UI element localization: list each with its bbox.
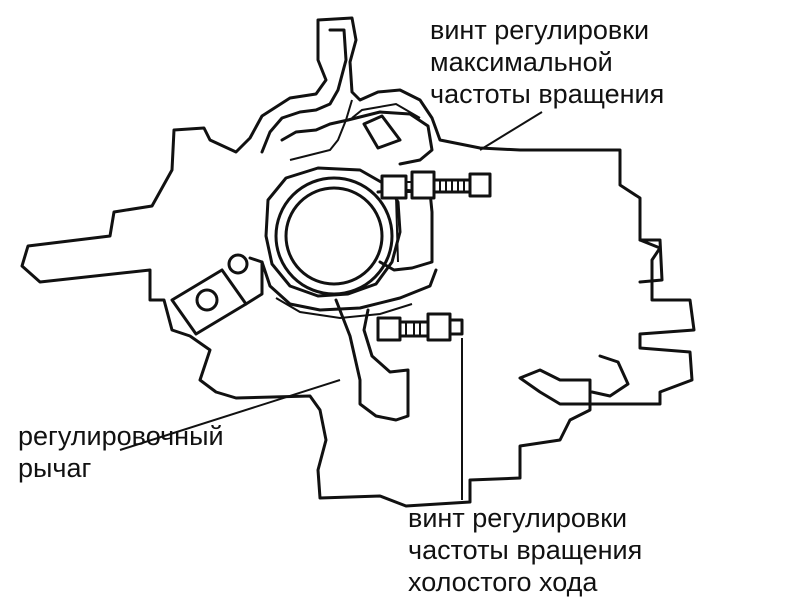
- neck-inner: [289, 99, 353, 161]
- label-lever-line-1: регулировочный: [18, 421, 224, 451]
- leader-max-speed: [479, 111, 543, 151]
- governor-housing: [264, 166, 402, 298]
- label-max-line-2: максимальной: [430, 47, 613, 77]
- label-max-line-3: частоты вращения: [430, 79, 665, 109]
- idle-speed-screw: [376, 312, 464, 342]
- lower-arc-inner: [275, 297, 413, 320]
- label-idle-line-1: винт регулировки: [408, 503, 628, 533]
- leader-lever: [119, 379, 341, 451]
- label-idle-line-2: частоты вращения: [408, 535, 643, 565]
- governor-circle-inner: [284, 186, 384, 286]
- control-lever: [170, 253, 410, 422]
- label-max-line-1: винт регулировки: [430, 15, 650, 45]
- max-speed-screw: [380, 170, 492, 200]
- upper-channel: [280, 110, 434, 166]
- lever-block-inner: [395, 195, 399, 263]
- label-control-lever: регулировочный рычаг: [18, 420, 224, 484]
- label-lever-line-2: рычаг: [18, 453, 92, 483]
- upper-channel-inner: [351, 102, 421, 119]
- label-idle-line-3: холостого хода: [408, 567, 598, 597]
- label-idle-speed-screw: винт регулировки частоты вращения холост…: [408, 502, 642, 598]
- triangle-cutout: [362, 114, 402, 150]
- upper-neck: [260, 28, 348, 154]
- pump-housing-outline: [20, 16, 696, 508]
- right-port-lower: [590, 354, 630, 398]
- right-port-upper: [638, 238, 664, 284]
- governor-circle-outer: [274, 176, 394, 296]
- label-max-speed-screw: винт регулировки максимальной частоты вр…: [430, 14, 664, 110]
